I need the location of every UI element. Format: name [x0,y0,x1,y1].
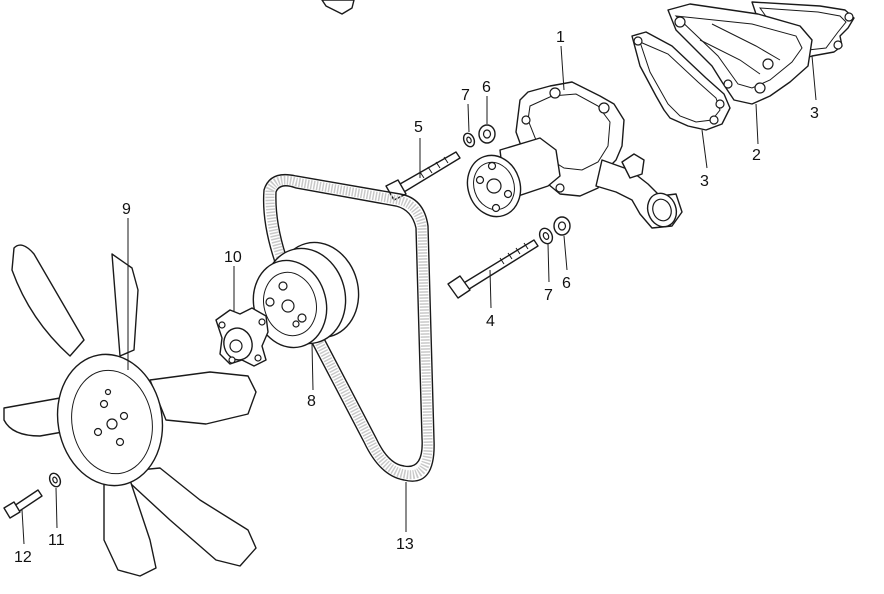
callout-7-upper: 7 [461,87,470,104]
callout-3-rear: 3 [810,105,819,122]
part-11-washer [48,472,62,488]
leader-3-rear [811,55,817,101]
callout-12: 12 [14,549,32,566]
leader-11 [55,487,58,529]
callout-9: 9 [122,201,131,218]
part-1-water-pump [466,81,683,229]
part-12-bolt [3,489,43,519]
top-bracket-fragment [321,0,355,15]
leader-3-front [701,129,708,169]
callout-5: 5 [414,119,423,136]
callout-6-lower: 6 [562,275,571,292]
callout-8: 8 [307,393,316,410]
part-5-bolt [385,151,461,201]
callout-7-lower: 7 [544,287,553,304]
part-4-bolt [447,239,539,299]
callout-3-front: 3 [700,173,709,190]
part-6-washer-upper [478,124,496,144]
callout-6-upper: 6 [482,79,491,96]
callout-10: 10 [224,249,242,266]
leader-7-lower [547,243,550,283]
part-9-fan [3,244,257,577]
leader-6-lower [563,235,568,271]
part-6-washer-lower [553,216,571,236]
callout-4: 4 [486,313,495,330]
callout-labels: 1 2 3 3 4 5 6 6 7 7 8 9 10 11 12 13 [14,29,819,566]
leader-8 [311,343,314,391]
leader-7-upper [467,103,470,133]
part-8-pulley [252,241,360,349]
leader-1 [560,45,565,91]
callout-11: 11 [48,532,65,549]
part-10-spacer [215,307,269,367]
leader-lines [21,45,817,545]
part-7-spring-washer-upper [462,132,476,148]
callout-2: 2 [752,147,761,164]
part-2-housing [667,3,813,105]
part-7-spring-washer-lower [538,227,554,245]
part-3-gasket-front [631,31,731,131]
callout-13: 13 [396,536,414,553]
leader-4 [489,269,492,309]
callout-1: 1 [556,29,565,46]
leader-12 [21,509,25,545]
leader-2 [755,103,759,145]
